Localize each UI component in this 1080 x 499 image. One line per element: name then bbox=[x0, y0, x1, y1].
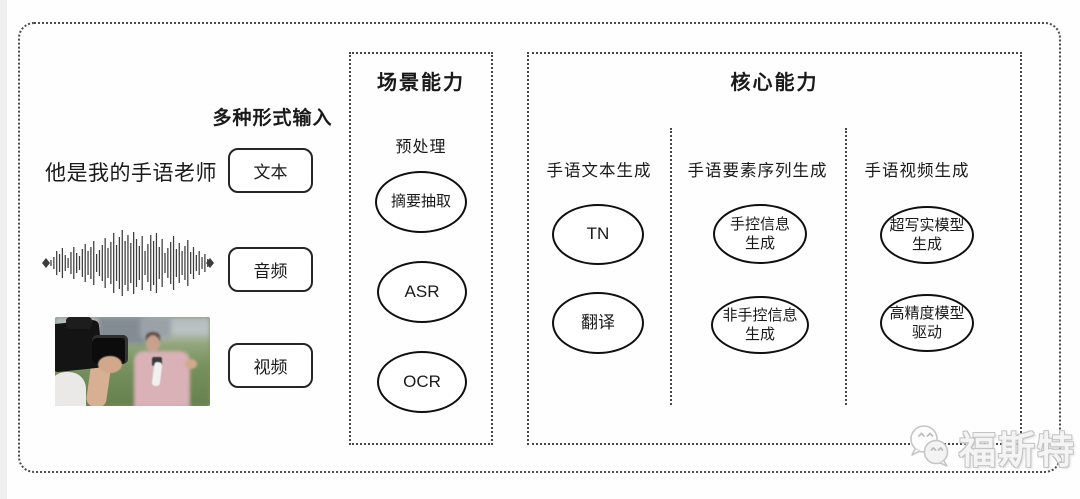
sample-sentence-text: 他是我的手语老师 bbox=[45, 162, 217, 185]
node-summary-extraction: 摘要抽取 bbox=[375, 171, 467, 233]
page-edge-left bbox=[0, 0, 7, 499]
video-camera-top bbox=[65, 317, 93, 330]
video-photographer-hand bbox=[98, 356, 122, 374]
video-frame-image bbox=[55, 317, 210, 406]
video-reporter-hand bbox=[185, 358, 198, 369]
video-reporter-head bbox=[146, 334, 161, 352]
column-divider bbox=[845, 128, 847, 405]
input-type-box-text: 文本 bbox=[228, 148, 313, 193]
input-type-label: 视频 bbox=[253, 358, 288, 377]
node-tn: TN bbox=[552, 204, 644, 265]
core-capability-title: 核心能力 bbox=[730, 72, 819, 94]
input-type-label: 音频 bbox=[253, 262, 288, 281]
input-type-label: 文本 bbox=[253, 163, 288, 182]
watermark-brand-text: 福斯特 bbox=[959, 430, 1076, 471]
watermark: 福斯特 bbox=[903, 420, 1076, 474]
scene-capability-box: 场景能力 预处理 bbox=[349, 52, 493, 445]
input-type-box-video: 视频 bbox=[228, 343, 313, 388]
input-type-box-audio: 音频 bbox=[228, 247, 313, 292]
outer-dotted-frame bbox=[18, 22, 1061, 473]
audio-waveform bbox=[42, 226, 214, 300]
column-header-sign-text-generation: 手语文本生成 bbox=[546, 162, 652, 180]
node-asr: ASR bbox=[377, 261, 467, 323]
column-header-sign-video-generation: 手语视频生成 bbox=[864, 162, 970, 180]
scene-capability-title: 场景能力 bbox=[377, 72, 465, 94]
input-section-heading: 多种形式输入 bbox=[212, 108, 333, 129]
preprocess-label: 预处理 bbox=[395, 139, 447, 156]
node-translation: 翻译 bbox=[552, 292, 644, 354]
column-header-sign-element-sequence-generation: 手语要素序列生成 bbox=[687, 162, 828, 180]
node-ocr: OCR bbox=[377, 351, 467, 413]
chat-bubbles-icon bbox=[910, 425, 949, 467]
node-high-precision-model-driving: 高精度模型 驱动 bbox=[880, 294, 974, 352]
video-photographer-shoulder bbox=[55, 372, 86, 406]
column-divider bbox=[670, 128, 672, 405]
node-manual-info-generation: 手控信息 生成 bbox=[713, 204, 807, 264]
node-hyperrealistic-model-generation: 超写实模型 生成 bbox=[880, 206, 974, 264]
node-non-manual-info-generation: 非手控信息 生成 bbox=[711, 296, 809, 354]
core-capability-box: 核心能力 bbox=[527, 52, 1022, 445]
video-reporter-body bbox=[134, 350, 190, 406]
